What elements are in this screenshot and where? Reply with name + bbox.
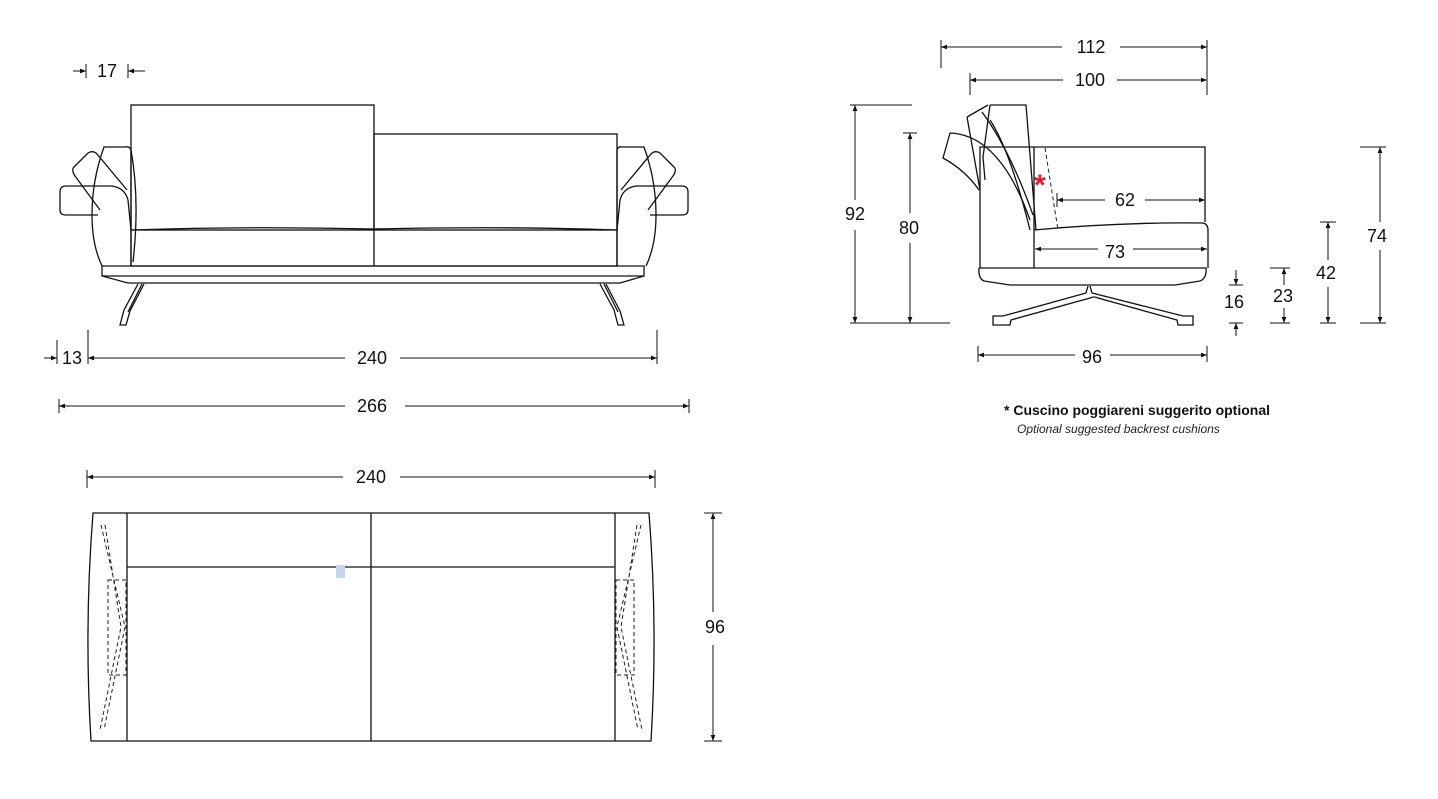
- left-backrest: [130, 104, 375, 231]
- left-arm: [91, 146, 132, 267]
- dim-side-16: 16: [1224, 292, 1244, 312]
- dim-top-width: 240: [356, 467, 386, 487]
- right-leg: [599, 283, 625, 326]
- right-cushion-tilted: [620, 151, 676, 211]
- note-title: * Cuscino poggiareni suggerito optional: [1004, 402, 1270, 418]
- dim-side-96: 96: [1082, 347, 1102, 367]
- seat-cushions: [130, 227, 618, 267]
- side-headrest-mid: [966, 104, 1031, 231]
- dim-inner-width: 240: [357, 348, 387, 368]
- right-cushion-flat: [616, 185, 689, 231]
- right-arm: [616, 146, 657, 267]
- side-back-body: [979, 146, 1206, 268]
- dim-side-74: 74: [1367, 226, 1387, 246]
- dim-side-73: 73: [1105, 242, 1125, 262]
- dim-side-92: 92: [845, 204, 865, 224]
- side-base: [978, 267, 1207, 286]
- side-headrest-up: [981, 104, 1037, 231]
- highlight-marker: [336, 565, 345, 578]
- front-view: 17 13 240 266: [44, 61, 690, 416]
- dim-side-100: 100: [1075, 70, 1105, 90]
- left-leg: [119, 283, 145, 326]
- optional-cushion-marker: *: [1034, 169, 1046, 202]
- dim-offset: 13: [62, 348, 82, 368]
- left-cushion-flat: [59, 185, 132, 231]
- note-subtitle: Optional suggested backrest cushions: [1017, 422, 1220, 436]
- right-backrest: [373, 133, 618, 231]
- dim-top-depth: 96: [705, 617, 725, 637]
- top-view: 240 96: [86, 467, 725, 742]
- dim-side-42: 42: [1316, 263, 1336, 283]
- side-star-legs: [992, 285, 1194, 326]
- side-headrest-down: [942, 132, 1031, 221]
- dim-arm-width: 17: [97, 61, 117, 81]
- left-cushion-tilted: [72, 151, 128, 211]
- dim-side-23: 23: [1273, 286, 1293, 306]
- dim-total-width: 266: [357, 396, 387, 416]
- dim-side-62: 62: [1115, 190, 1135, 210]
- dim-side-112: 112: [1077, 37, 1106, 57]
- base-plinth: [101, 265, 645, 284]
- dim-side-80: 80: [899, 218, 919, 238]
- top-outline: [87, 512, 655, 742]
- side-view: * 112 100 92 80 62 73 16 23 42 74 96 * C…: [845, 37, 1387, 436]
- side-seat-cushion: [1033, 222, 1209, 268]
